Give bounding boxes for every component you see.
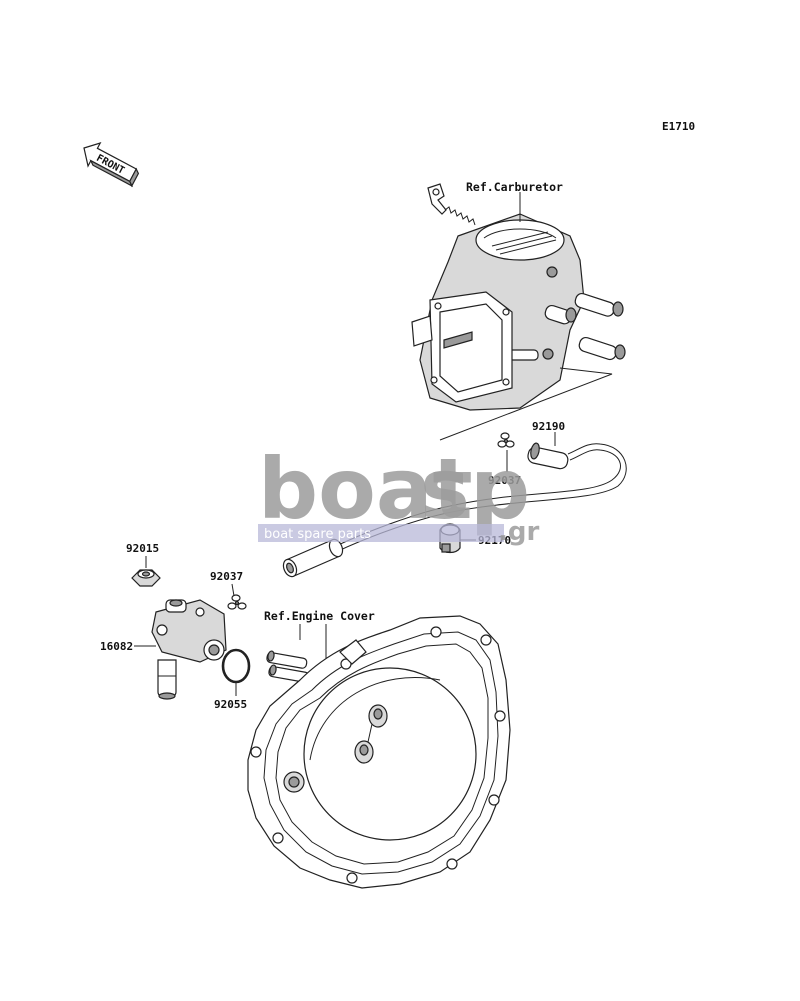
watermark-brand-main: boat (258, 440, 473, 538)
part-label-92055: 92055 (214, 698, 247, 711)
ref-engine-cover: Ref.Engine Cover (264, 609, 375, 623)
watermark-logo: boat sp boat spare parts .gr (258, 440, 539, 547)
part-92037-clip-left (227, 594, 247, 610)
part-label-92190: 92190 (532, 420, 565, 433)
carb-fitting-middle (544, 304, 577, 325)
part-label-92015: 92015 (126, 542, 159, 555)
part-92055-o-ring (221, 648, 251, 684)
part-92037-clip-top (497, 432, 515, 448)
part-92015-nut (131, 569, 161, 587)
carb-fitting-lower (578, 336, 626, 361)
engine-cover-stud-upper (266, 650, 308, 669)
part-label-92037-left: 92037 (210, 570, 243, 583)
watermark-tagline: boat spare parts (264, 527, 371, 542)
ref-carburetor: Ref.Carburetor (466, 180, 563, 194)
part-16082-fuel-pump (151, 599, 227, 700)
front-arrow-icon: FRONT (83, 142, 140, 188)
watermark-band (258, 524, 504, 542)
carburetor-assembly (411, 183, 626, 411)
engine-cover (247, 615, 511, 889)
part-92190-sleeve (527, 442, 569, 470)
hose-lower-sleeve (282, 538, 344, 578)
part-label-92037-top: 92037 (488, 474, 521, 487)
carb-fitting-upper (574, 292, 624, 317)
watermark-brand-accent: sp (420, 440, 530, 538)
part-label-16082: 16082 (100, 640, 133, 653)
diagram-code: E1710 (662, 120, 695, 133)
watermark-tld: .gr (498, 517, 539, 547)
